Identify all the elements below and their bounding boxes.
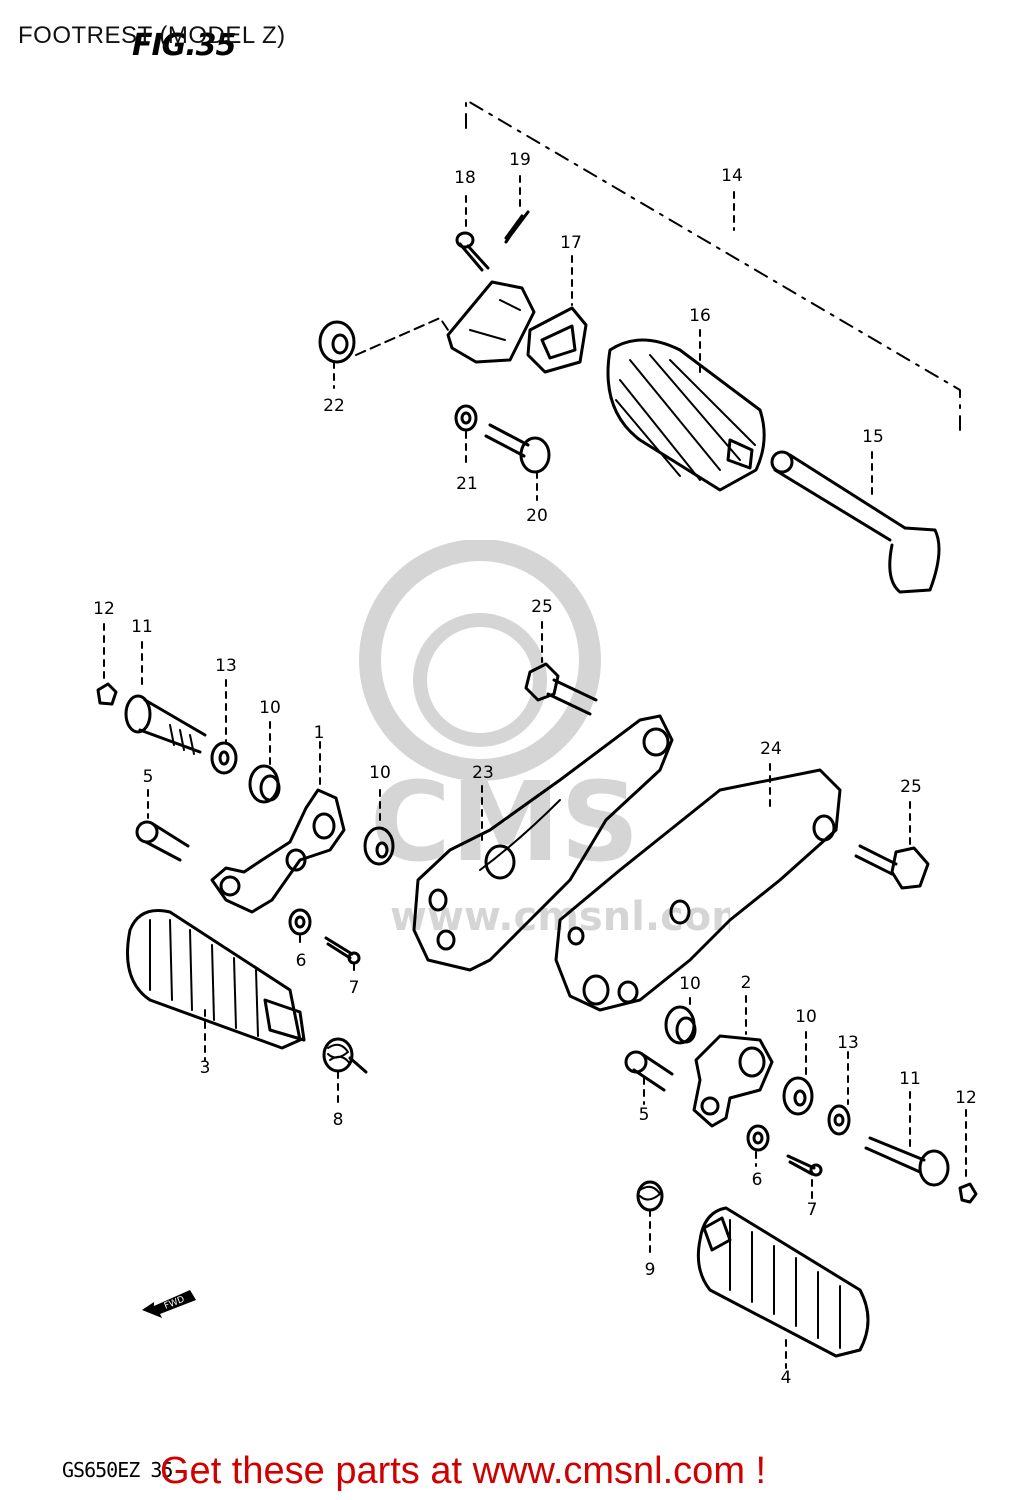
callout-16: 16 [689, 306, 711, 326]
callout-3: 3 [199, 1058, 211, 1078]
part-6-washer-left [288, 908, 312, 936]
part-25-bolt-upper [524, 662, 598, 716]
callout-10-mid: 10 [369, 763, 391, 783]
callout-25-upper: 25 [531, 597, 553, 617]
callout-8: 8 [332, 1110, 344, 1130]
callout-5-left: 5 [142, 767, 154, 787]
callout-2: 2 [740, 973, 752, 993]
fwd-arrow-shape [142, 1290, 196, 1318]
part-17-plate [526, 306, 588, 374]
callout-18: 18 [454, 168, 476, 188]
part-10-collar-right-a [664, 1005, 697, 1045]
part-23-bracket-plate-left [412, 714, 674, 972]
figure-code: GS650EZ 35 [62, 1458, 173, 1482]
callout-22: 22 [323, 396, 345, 416]
part-10-collar-right-b [782, 1076, 814, 1116]
callout-13-left: 13 [215, 656, 237, 676]
promo-banner[interactable]: Get these parts at www.cmsnl.com ! [160, 1450, 767, 1492]
part-5-pin-right [624, 1050, 674, 1092]
watermark-ring [359, 540, 601, 781]
callout-20: 20 [526, 506, 548, 526]
part-12-nut-left [96, 682, 118, 706]
leader-22 [355, 317, 449, 356]
figure-label: FIG.35 [132, 28, 236, 63]
callout-7-right: 7 [806, 1200, 818, 1220]
callout-6-right: 6 [751, 1170, 763, 1190]
callout-12-right: 12 [955, 1088, 977, 1108]
page-title: FOOTREST (MODEL Z) [18, 22, 286, 49]
part-1-front-bracket-left [210, 788, 346, 914]
part-12-nut-right [958, 1182, 978, 1204]
callout-10-right-b: 10 [795, 1007, 817, 1027]
callout-15: 15 [862, 427, 884, 447]
callout-10-right-a: 10 [679, 974, 701, 994]
part-8-spring [322, 1037, 368, 1074]
fwd-text: FWD [163, 1295, 186, 1312]
part-footrest-holder-rear [446, 280, 536, 364]
callout-11-right: 11 [899, 1069, 921, 1089]
part-11-bolt-left [124, 694, 207, 755]
part-13-washer-right [827, 1104, 851, 1136]
part-2-front-bracket-right [692, 1034, 774, 1128]
part-3-front-rubber-left [126, 909, 306, 1050]
callout-7-left: 7 [348, 978, 360, 998]
part-10-collar-mid [363, 826, 395, 866]
part-6-washer-right [746, 1124, 770, 1152]
watermark-letters: CMS [370, 758, 639, 886]
callout-9: 9 [644, 1260, 656, 1280]
part-13-washer-left [210, 741, 238, 775]
part-25-bolt-right [854, 844, 930, 890]
leader-lines [103, 175, 967, 1369]
part-24-bracket-plate-right [554, 768, 842, 1012]
callout-10-left: 10 [259, 698, 281, 718]
watermark-face [413, 613, 547, 747]
callout-19: 19 [509, 150, 531, 170]
part-15-rear-footrest-shaft [770, 450, 941, 594]
part-7-cotter-right [786, 1154, 823, 1177]
forward-arrow-icon: FWD [142, 1290, 196, 1318]
part-10-collar-left [248, 764, 281, 804]
callout-21: 21 [456, 474, 478, 494]
part-21-washer [454, 404, 478, 432]
callout-6-left: 6 [295, 951, 307, 971]
callout-23: 23 [472, 763, 494, 783]
holder-details [469, 299, 521, 341]
callout-11-left: 11 [131, 617, 153, 637]
callout-17: 17 [560, 233, 582, 253]
part-9-spring [636, 1180, 664, 1212]
callout-4: 4 [780, 1368, 792, 1388]
callout-1: 1 [313, 723, 325, 743]
part-19-cotter [504, 210, 530, 244]
part-7-cotter-left [324, 936, 361, 965]
part-11-bolt-right [864, 1136, 950, 1187]
callout-12-left: 12 [93, 599, 115, 619]
part-16-rear-rubber [606, 338, 766, 492]
part-18-pin [455, 231, 490, 272]
callout-24: 24 [760, 739, 782, 759]
assembly-14-bracket [465, 99, 961, 431]
callout-5-right: 5 [638, 1105, 650, 1125]
callout-14: 14 [721, 166, 743, 186]
callout-25-right: 25 [900, 777, 922, 797]
part-20-bolt [484, 423, 551, 474]
callout-13-right: 13 [837, 1033, 859, 1053]
part-4-front-rubber-right [696, 1206, 870, 1358]
part-22-cap [318, 320, 356, 364]
part-5-pin-left [135, 820, 190, 862]
